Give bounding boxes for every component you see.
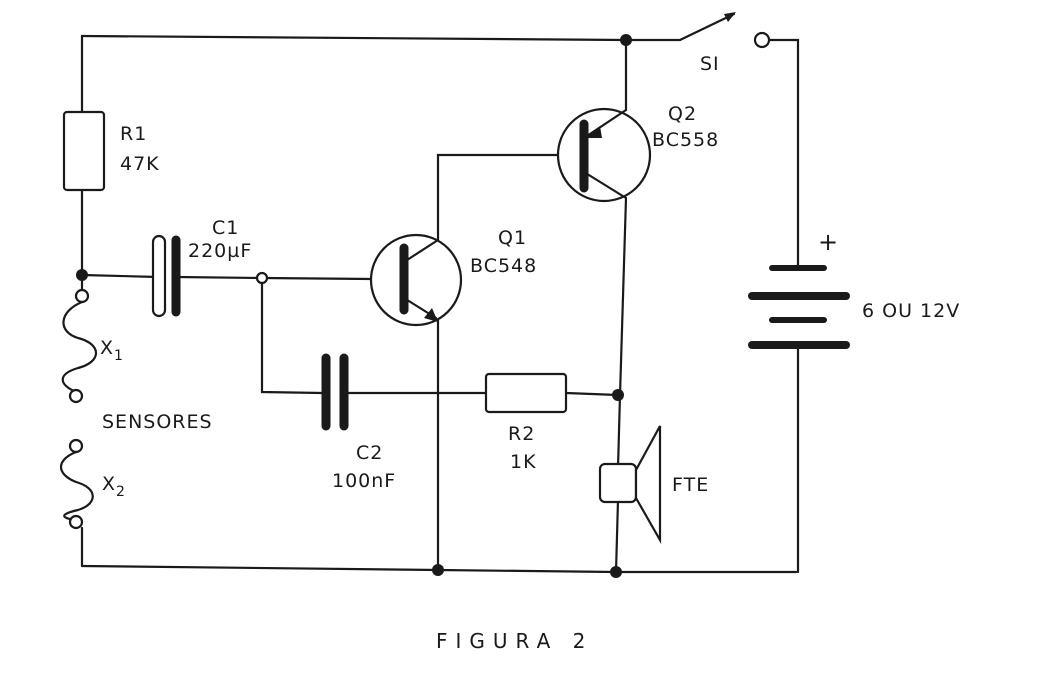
- r1-value-label: 47K: [120, 153, 160, 175]
- sensor-x1-label: X1: [100, 337, 124, 364]
- figure-caption: FIGURA 2: [436, 629, 593, 653]
- sensors-label: SENSORES: [102, 411, 213, 433]
- sensor-x2-label: X2: [102, 473, 126, 500]
- speaker-label: FTE: [672, 474, 709, 496]
- transistor-q1-emitter-arrow: [424, 308, 438, 322]
- battery-voltage-label: 6 OU 12V: [862, 300, 960, 322]
- q1-value-label: BC548: [470, 255, 537, 277]
- switch-si: SI: [678, 12, 771, 75]
- battery: + 6 OU 12V: [748, 228, 960, 349]
- switch-label: SI: [700, 53, 720, 75]
- resistor-r2-body: [484, 372, 568, 414]
- junction-dot: [76, 269, 88, 281]
- capacitor-c2: C2 100nF: [321, 353, 396, 492]
- sensor-x1-terminal: [74, 288, 90, 304]
- capacitor-c1: C1 220µF: [151, 217, 252, 318]
- sensor-x1-coil: [61, 300, 97, 394]
- junction-dots: [76, 34, 632, 578]
- wires: [80, 34, 800, 574]
- transistor-q2: Q2 BC558: [556, 103, 719, 203]
- r2-ref-label: R2: [508, 423, 535, 445]
- c2-ref-label: C2: [356, 442, 383, 464]
- r1-ref-label: R1: [120, 123, 147, 145]
- node-terminal: [255, 271, 269, 285]
- speaker-cone: [634, 425, 662, 545]
- switch-contact: [753, 31, 771, 49]
- transistor-q2-emitter-arrow: [586, 126, 602, 138]
- q2-ref-label: Q2: [668, 103, 697, 125]
- speaker-magnet: [598, 462, 638, 504]
- capacitor-c1-plate-open: [151, 234, 167, 318]
- transistor-q1: Q1 BC548: [369, 227, 537, 327]
- sensor-x2-coil: [59, 450, 94, 522]
- junction-dot: [620, 34, 632, 46]
- q2-value-label: BC558: [652, 129, 719, 151]
- switch-arm-tip: [724, 12, 736, 22]
- q1-ref-label: Q1: [498, 227, 527, 249]
- c1-ref-label: C1: [212, 217, 239, 239]
- speaker-fte: FTE: [598, 425, 709, 545]
- c2-value-label: 100nF: [332, 470, 396, 492]
- battery-plus-sign: +: [818, 228, 839, 256]
- sensors: X1 SENSORES X2: [59, 288, 213, 530]
- junction-dot: [612, 389, 624, 401]
- sensor-x1-terminal: [68, 388, 84, 404]
- sensor-x2-terminal: [68, 514, 84, 530]
- sensor-x2-terminal: [68, 438, 84, 454]
- junction-dot: [432, 564, 444, 576]
- transistor-q2-envelope: [556, 107, 652, 203]
- transistor-q1-envelope: [369, 233, 463, 327]
- junction-dot: [610, 566, 622, 578]
- resistor-r1-body: [62, 110, 106, 192]
- r2-value-label: 1K: [510, 451, 537, 473]
- resistor-r2: R2 1K: [484, 372, 568, 473]
- c1-value-label: 220µF: [188, 240, 252, 262]
- resistor-r1: R1 47K: [62, 110, 160, 192]
